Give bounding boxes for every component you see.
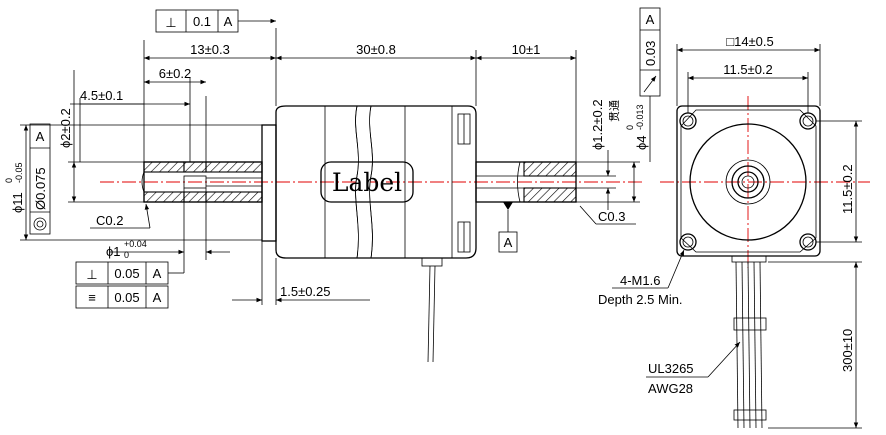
frame-top-perpendicularity: ⊥ 0.1 A bbox=[155, 9, 276, 33]
svg-text:0.03: 0.03 bbox=[643, 41, 658, 66]
frame-right-runout: A 0.03 bbox=[639, 7, 661, 162]
dim-phi11: ϕ11 bbox=[10, 192, 25, 213]
label-text: Label bbox=[332, 168, 402, 197]
frame-bottom-perpendicularity: ⊥ 0.05 A bbox=[75, 260, 185, 285]
front-view: □14±0.5 11.5±0.2 11.5±0.2 300±10 bbox=[598, 34, 870, 429]
dim-11-5-top: 11.5±0.2 bbox=[723, 62, 773, 77]
front-right-dimensions: 11.5±0.2 300±10 bbox=[768, 120, 862, 429]
svg-text:≡: ≡ bbox=[88, 290, 96, 305]
dim-square14: □14±0.5 bbox=[726, 34, 774, 49]
dim-6: 6±0.2 bbox=[159, 66, 191, 81]
dim-phi4: ϕ4 bbox=[634, 135, 649, 150]
right-shaft bbox=[475, 161, 577, 203]
front-shaft-circles bbox=[689, 123, 807, 241]
wire-type: UL3265 bbox=[648, 361, 694, 376]
frame-bottom-symmetry: ≡ 0.05 A bbox=[75, 285, 169, 309]
dim-300: 300±10 bbox=[840, 329, 855, 372]
front-top-dimensions: □14±0.5 11.5±0.2 bbox=[676, 34, 821, 113]
dim-30: 30±0.8 bbox=[356, 42, 396, 57]
svg-text:A: A bbox=[153, 266, 162, 281]
svg-text:0: 0 bbox=[4, 178, 14, 183]
svg-text:A: A bbox=[36, 129, 45, 144]
dim-phi2: ϕ2±0.2 bbox=[58, 108, 73, 148]
wire-callout: UL3265 AWG28 bbox=[646, 341, 741, 396]
svg-text:Ø0.075: Ø0.075 bbox=[33, 167, 48, 210]
dim-1-5-group: 1.5±0.25 bbox=[232, 241, 370, 305]
side-view: Label A bbox=[4, 7, 661, 363]
left-vertical-dimensions: ϕ11 0 -0.05 ϕ2±0.2 bbox=[4, 70, 262, 241]
svg-text:A: A bbox=[646, 12, 655, 27]
dim-11-5-side: 11.5±0.2 bbox=[840, 164, 855, 214]
front-square bbox=[676, 105, 821, 257]
dim-13: 13±0.3 bbox=[190, 42, 230, 57]
dim-10: 10±1 bbox=[512, 42, 541, 57]
svg-text:⊥: ⊥ bbox=[86, 267, 97, 282]
thread-depth: Depth 2.5 Min. bbox=[598, 292, 683, 307]
motor-body bbox=[275, 105, 477, 259]
svg-text:0.05: 0.05 bbox=[114, 266, 139, 281]
svg-text:A: A bbox=[224, 14, 233, 29]
svg-text:0.1: 0.1 bbox=[193, 14, 211, 29]
dim-1-5: 1.5±0.25 bbox=[280, 284, 331, 299]
chamfer-left: C0.2 bbox=[96, 213, 123, 228]
svg-text:-0.05: -0.05 bbox=[14, 162, 24, 183]
svg-text:0: 0 bbox=[625, 125, 635, 130]
svg-text:0: 0 bbox=[124, 250, 129, 260]
thread-callout: 4-M1.6 Depth 2.5 Min. bbox=[598, 249, 685, 307]
right-shaft-annotations: ϕ1.2±0.2 贯通 ϕ4 0 -0.013 C0.3 bbox=[576, 99, 649, 225]
thread-spec: 4-M1.6 bbox=[620, 273, 660, 288]
svg-text:-0.013: -0.013 bbox=[635, 104, 645, 130]
frame-left-concentricity: A Ø0.075 bbox=[29, 123, 51, 235]
svg-text:0.05: 0.05 bbox=[114, 290, 139, 305]
svg-text:A: A bbox=[504, 235, 513, 250]
bottom-left-annotations: C0.2 ϕ1 +0.04 0 bbox=[90, 188, 230, 260]
svg-text:A: A bbox=[153, 290, 162, 305]
top-dimensions: 13±0.3 30±0.8 10±1 6±0.2 4.5±0.1 bbox=[70, 28, 577, 162]
dim-phi1-2: ϕ1.2±0.2 bbox=[590, 99, 605, 150]
datum-a-marker: A bbox=[498, 202, 518, 253]
front-lead-wires bbox=[731, 255, 767, 429]
label-box bbox=[320, 161, 414, 203]
flange bbox=[261, 124, 277, 242]
svg-text:+0.04: +0.04 bbox=[124, 239, 147, 249]
through-hole-note: 贯通 bbox=[608, 100, 621, 122]
side-lead-wire bbox=[421, 257, 443, 363]
dim-4-5: 4.5±0.1 bbox=[80, 88, 123, 103]
dim-phi1: ϕ1 bbox=[106, 244, 121, 259]
svg-text:⊥: ⊥ bbox=[165, 15, 176, 30]
wire-gauge: AWG28 bbox=[648, 381, 693, 396]
chamfer-right: C0.3 bbox=[598, 209, 625, 224]
